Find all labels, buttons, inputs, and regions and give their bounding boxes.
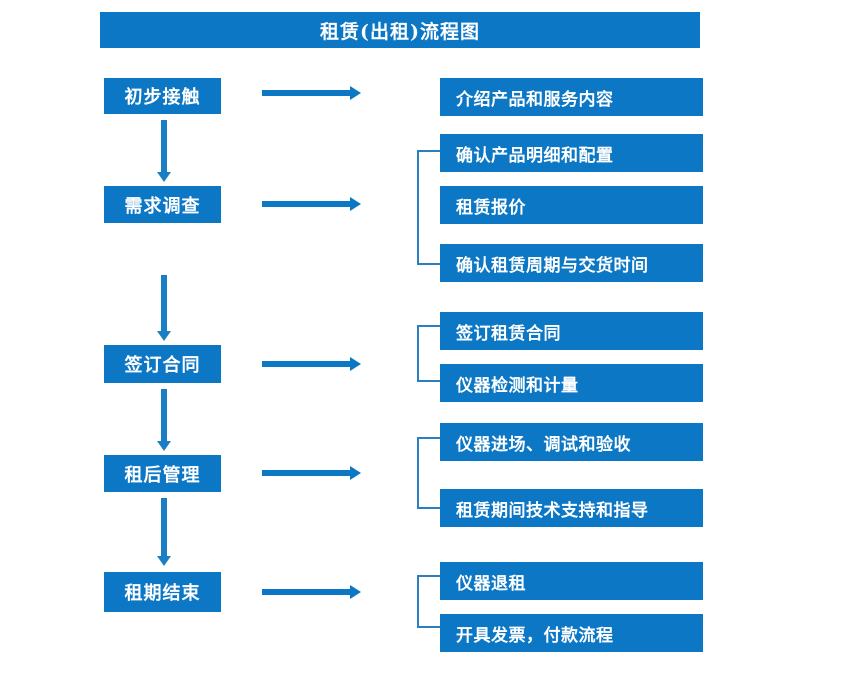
arrow-shaft <box>161 389 167 441</box>
arrow-head <box>350 466 361 480</box>
bracket-group-4 <box>417 437 440 509</box>
down-arrow-2 <box>157 275 171 341</box>
detail-box-5[interactable]: 签订租赁合同 <box>440 312 703 350</box>
arrow-head <box>350 197 361 211</box>
stage-box-1[interactable]: 初步接触 <box>104 78 221 114</box>
detail-box-4[interactable]: 确认租赁周期与交货时间 <box>440 244 703 282</box>
arrow-shaft <box>262 201 352 207</box>
bracket-group-3 <box>417 325 440 382</box>
bracket-group-2 <box>417 150 440 265</box>
arrow-shaft <box>161 120 167 172</box>
down-arrow-3 <box>157 389 171 451</box>
stage-box-5[interactable]: 租期结束 <box>104 572 221 612</box>
arrow-shaft <box>262 90 352 96</box>
stage-box-2[interactable]: 需求调查 <box>104 186 221 223</box>
arrow-head <box>350 585 361 599</box>
bracket-group-5 <box>417 575 440 628</box>
arrow-head <box>157 441 171 451</box>
detail-box-9[interactable]: 仪器退租 <box>440 562 703 600</box>
arrow-head <box>157 172 171 182</box>
arrow-shaft <box>161 275 167 331</box>
down-arrow-1 <box>157 120 171 182</box>
detail-box-10[interactable]: 开具发票，付款流程 <box>440 614 703 652</box>
arrow-shaft <box>262 361 352 367</box>
arrow-head <box>350 357 361 371</box>
detail-box-1[interactable]: 介绍产品和服务内容 <box>440 78 703 116</box>
stage-box-3[interactable]: 签订合同 <box>104 345 221 383</box>
detail-box-2[interactable]: 确认产品明细和配置 <box>440 134 703 172</box>
detail-box-8[interactable]: 租赁期间技术支持和指导 <box>440 489 703 527</box>
arrow-shaft <box>262 589 352 595</box>
detail-box-3[interactable]: 租赁报价 <box>440 186 703 224</box>
diagram-title: 租赁(出租)流程图 <box>100 12 700 48</box>
detail-box-7[interactable]: 仪器进场、调试和验收 <box>440 423 703 461</box>
arrow-head <box>157 556 171 566</box>
arrow-shaft <box>161 498 167 556</box>
stage-box-4[interactable]: 租后管理 <box>104 455 221 492</box>
arrow-shaft <box>262 470 352 476</box>
arrow-head <box>350 86 361 100</box>
arrow-head <box>157 331 171 341</box>
detail-box-6[interactable]: 仪器检测和计量 <box>440 364 703 402</box>
down-arrow-4 <box>157 498 171 566</box>
